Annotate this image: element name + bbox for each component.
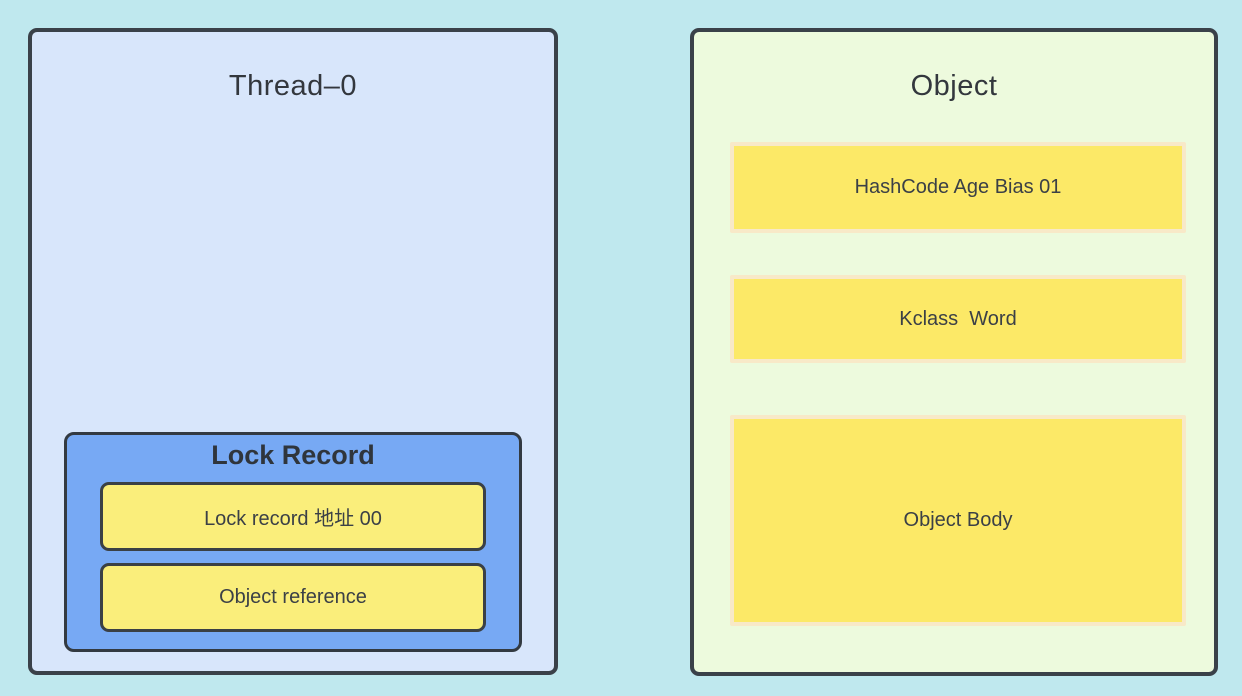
lock-record-row-address: Lock record 地址 00 [100, 482, 486, 551]
object-row-markword: HashCode Age Bias 01 [730, 142, 1186, 233]
thread-title: Thread–0 [228, 70, 358, 102]
thread-box: Thread–0 Lock Record Lock record 地址 00 O… [28, 28, 558, 675]
markword-label: HashCode Age Bias 01 [854, 176, 1062, 198]
object-body-label: Object Body [903, 509, 1013, 531]
object-title: Object [910, 70, 998, 102]
object-box: Object HashCode Age Bias 01 Kclass Word … [690, 28, 1218, 676]
klass-word-label: Kclass Word [899, 307, 1017, 330]
lock-record-title: Lock Record [211, 440, 375, 470]
object-reference-label: Object reference [219, 586, 367, 608]
lock-record-address-label: Lock record 地址 00 [204, 508, 382, 530]
lock-record-row-object-reference: Object reference [100, 563, 486, 632]
object-row-body: Object Body [730, 415, 1186, 626]
lock-record-box: Lock Record Lock record 地址 00 Object ref… [64, 432, 522, 652]
object-row-klass-word: Kclass Word [730, 275, 1186, 363]
